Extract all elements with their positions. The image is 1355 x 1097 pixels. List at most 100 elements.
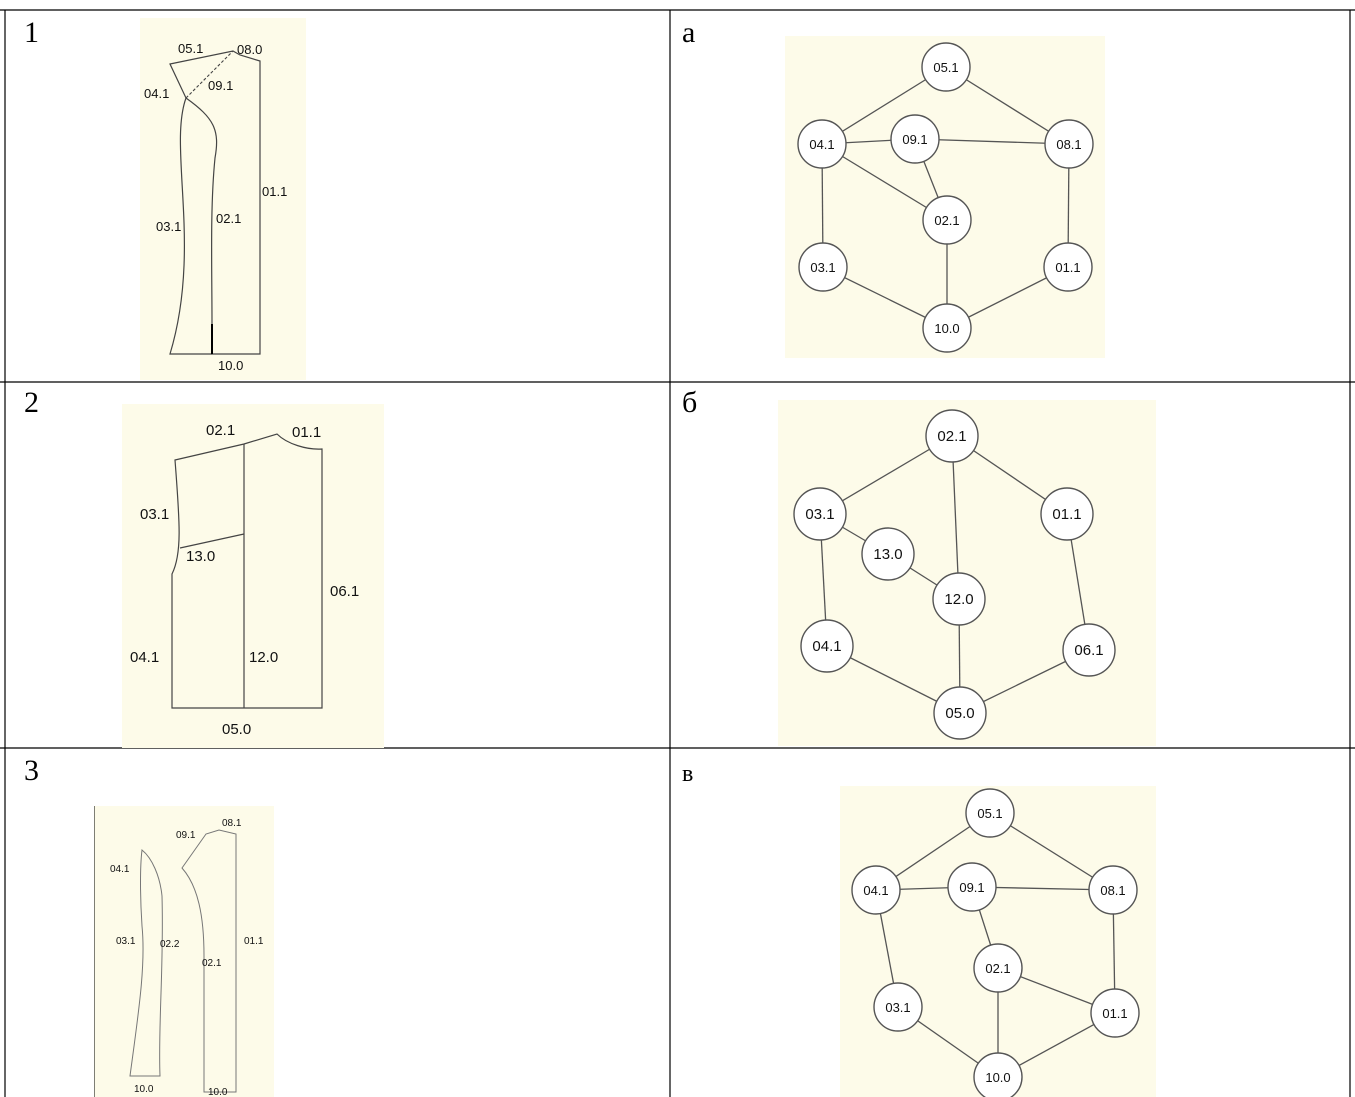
pattern-3-label-10-0-right: 10.0 (208, 1087, 228, 1097)
graph-node-03-1: 03.1 (793, 487, 847, 541)
row-3-letter: в (682, 761, 694, 787)
graph-node-02-1: 02.1 (925, 409, 979, 463)
graph-node-label: 03.1 (810, 260, 835, 275)
graph-node-08-1: 08.1 (1088, 865, 1138, 915)
pattern-2-label-02-1: 02.1 (206, 422, 235, 439)
graph-node-label: 13.0 (873, 546, 902, 563)
graph-node-label: 08.1 (1056, 137, 1081, 152)
pattern-3-panel: 09.1 08.1 04.1 03.1 02.2 01.1 02.1 10.0 … (94, 806, 274, 1097)
pattern-1-label-05-1: 05.1 (178, 41, 203, 56)
pattern-3-label-01-1: 01.1 (244, 936, 264, 947)
graph-node-09-1: 09.1 (890, 114, 940, 164)
graph-node-label: 02.1 (985, 961, 1010, 976)
graph-node-label: 06.1 (1074, 642, 1103, 659)
graph-node-02-1: 02.1 (922, 195, 972, 245)
graph-node-label: 12.0 (944, 591, 973, 608)
row-1-number: 1 (24, 16, 39, 49)
pattern-1-label-09-1: 09.1 (208, 78, 233, 93)
pattern-3-label-02-1: 02.1 (202, 958, 222, 969)
graph-node-03-1: 03.1 (798, 242, 848, 292)
graph-node-label: 05.1 (933, 60, 958, 75)
pattern-3-label-09-1: 09.1 (176, 830, 196, 841)
graph-node-label: 05.1 (977, 806, 1002, 821)
pattern-2-label-05-0: 05.0 (222, 721, 251, 738)
graph-b-panel: 02.1 03.1 01.1 13.0 12.0 04.1 06.1 05.0 (778, 400, 1156, 746)
graph-node-13-0: 13.0 (861, 527, 915, 581)
pattern-2-drawing: 02.1 01.1 03.1 13.0 06.1 04.1 12.0 05.0 (130, 422, 359, 738)
graph-node-04-1: 04.1 (800, 619, 854, 673)
pattern-2-panel: 02.1 01.1 03.1 13.0 06.1 04.1 12.0 05.0 (122, 404, 384, 748)
pattern-2-waist-line (179, 533, 245, 549)
graph-node-label: 02.1 (934, 213, 959, 228)
graph-node-06-1: 06.1 (1062, 623, 1116, 677)
graph-edge-09-1-08-1 (914, 138, 1070, 145)
graph-a-drawing: 05.1 04.1 09.1 08.1 02.1 03.1 01.1 10.0 (797, 42, 1094, 353)
graph-node-04-1: 04.1 (797, 119, 847, 169)
pattern-2-label-06-1: 06.1 (330, 583, 359, 600)
pattern-2-label-01-1: 01.1 (292, 424, 321, 441)
row-1-letter: а (682, 16, 696, 49)
graph-node-12-0: 12.0 (932, 572, 986, 626)
graph-node-08-1: 08.1 (1044, 119, 1094, 169)
graph-node-label: 09.1 (959, 880, 984, 895)
graph-c-panel: 05.1 04.1 09.1 08.1 02.1 03.1 01.1 10.0 (840, 786, 1156, 1097)
graph-edge-02-1-12-0 (951, 435, 960, 600)
row-3-number: 3 (24, 754, 39, 787)
graph-node-05-1: 05.1 (921, 42, 971, 92)
graph-node-05-0: 05.0 (933, 686, 987, 740)
graph-node-label: 04.1 (863, 883, 888, 898)
graph-node-02-1: 02.1 (973, 943, 1023, 993)
row-2-letter: б (682, 386, 698, 419)
graph-c-drawing: 05.1 04.1 09.1 08.1 02.1 03.1 01.1 10.0 (851, 788, 1140, 1097)
graph-node-04-1: 04.1 (851, 865, 901, 915)
pattern-1-label-03-1: 03.1 (156, 219, 181, 234)
graph-node-label: 01.1 (1102, 1006, 1127, 1021)
pattern-1-label-08-0: 08.0 (237, 42, 262, 57)
pattern-3-label-08-1: 08.1 (222, 818, 242, 829)
graph-node-01-1: 01.1 (1090, 988, 1140, 1038)
graph-node-label: 04.1 (809, 137, 834, 152)
pattern-2-label-03-1: 03.1 (140, 506, 169, 523)
pattern-1-panel: 05.1 08.0 04.1 09.1 01.1 03.1 02.1 10.0 (140, 18, 306, 380)
pattern-1-label-04-1: 04.1 (144, 86, 169, 101)
graph-b-drawing: 02.1 03.1 01.1 13.0 12.0 04.1 06.1 05.0 (793, 409, 1116, 740)
pattern-3-back-piece (181, 829, 237, 1093)
graph-node-05-1: 05.1 (965, 788, 1015, 838)
graph-node-label: 10.0 (934, 321, 959, 336)
pattern-3-side-piece (129, 849, 163, 1077)
pattern-3-label-03-1: 03.1 (116, 936, 136, 947)
pattern-2-label-13-0: 13.0 (186, 548, 215, 565)
pattern-2-label-12-0: 12.0 (249, 649, 278, 666)
graph-node-label: 03.1 (805, 506, 834, 523)
pattern-3-label-04-1: 04.1 (110, 864, 130, 875)
graph-node-label: 01.1 (1055, 260, 1080, 275)
pattern-1-label-10-0: 10.0 (218, 358, 243, 373)
graph-node-label: 03.1 (885, 1000, 910, 1015)
graph-node-01-1: 01.1 (1043, 242, 1093, 292)
pattern-1-drawing: 05.1 08.0 04.1 09.1 01.1 03.1 02.1 10.0 (144, 41, 287, 373)
graph-node-label: 01.1 (1052, 506, 1081, 523)
graph-node-label: 05.0 (945, 705, 974, 722)
graph-node-label: 04.1 (812, 638, 841, 655)
pattern-3-drawing: 09.1 08.1 04.1 03.1 02.2 01.1 02.1 10.0 … (94, 806, 264, 1097)
graph-node-label: 08.1 (1100, 883, 1125, 898)
graph-node-10-0: 10.0 (973, 1052, 1023, 1097)
pattern-1-label-02-1: 02.1 (216, 211, 241, 226)
pattern-2-front-outline (171, 433, 323, 709)
graph-node-label: 02.1 (937, 428, 966, 445)
pattern-3-label-10-0-left: 10.0 (134, 1084, 154, 1095)
graph-node-09-1: 09.1 (947, 862, 997, 912)
graph-node-01-1: 01.1 (1040, 487, 1094, 541)
graph-node-10-0: 10.0 (922, 303, 972, 353)
pattern-1-dart-line (185, 50, 234, 99)
pattern-1-side-piece (169, 97, 212, 355)
pattern-3-label-02-2: 02.2 (160, 939, 180, 950)
graph-a-panel: 05.1 04.1 09.1 08.1 02.1 03.1 01.1 10.0 (785, 36, 1105, 358)
pattern-1-label-01-1: 01.1 (262, 184, 287, 199)
pattern-2-label-04-1: 04.1 (130, 649, 159, 666)
graph-node-label: 10.0 (985, 1070, 1010, 1085)
row-2-number: 2 (24, 386, 39, 419)
graph-node-label: 09.1 (902, 132, 927, 147)
graph-node-03-1: 03.1 (873, 982, 923, 1032)
